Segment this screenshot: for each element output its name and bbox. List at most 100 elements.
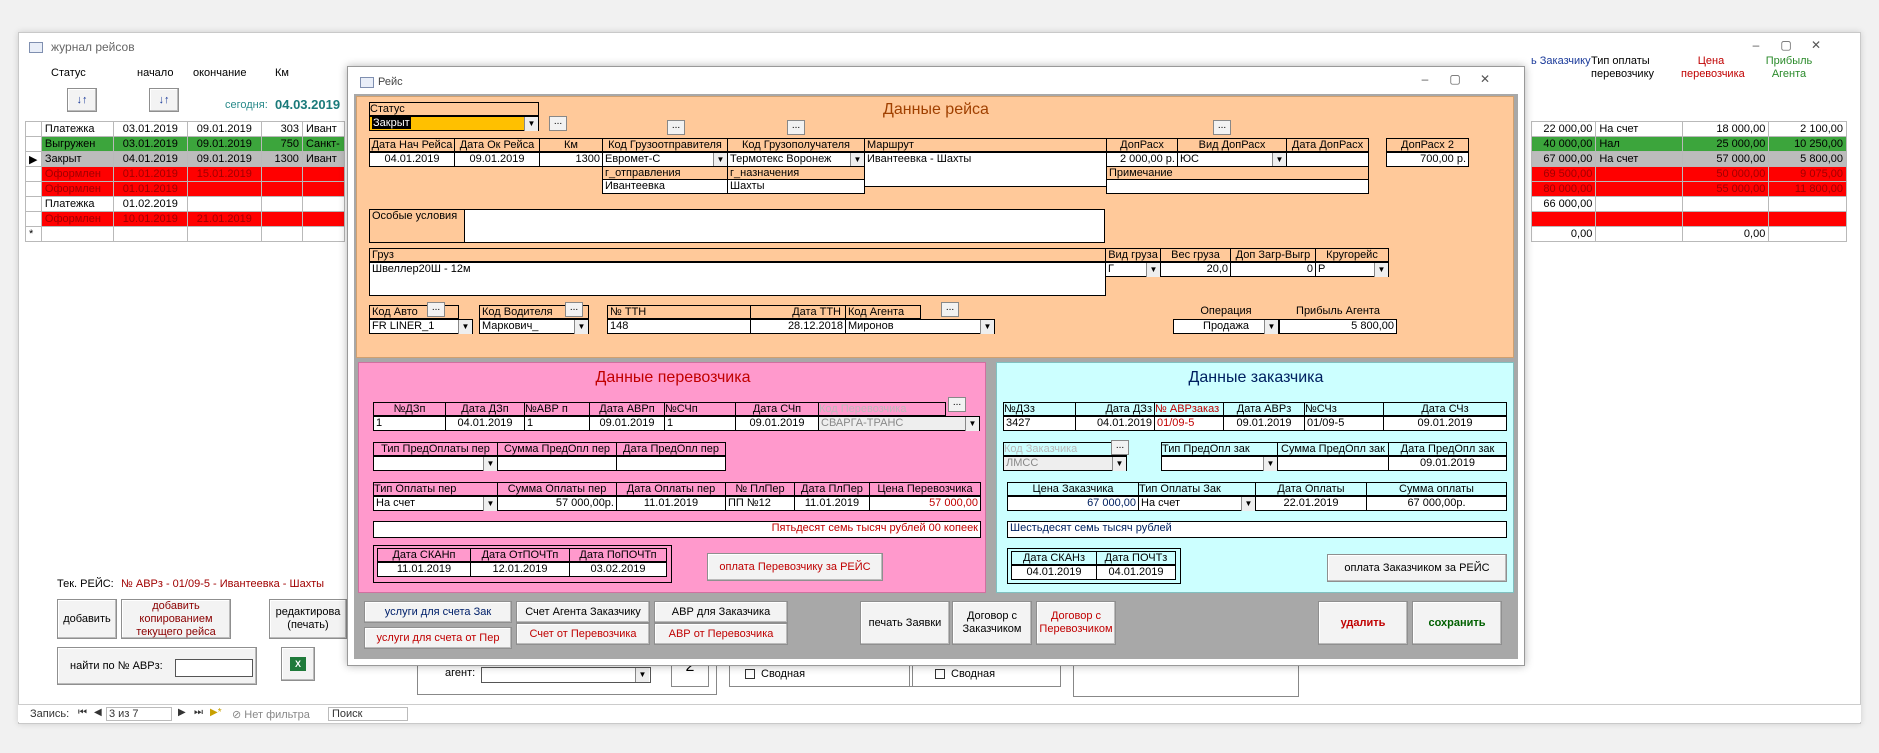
- special-field[interactable]: [464, 209, 1105, 243]
- carrier-invoice-button[interactable]: Счет от Перевозчика: [516, 623, 650, 645]
- customer-code-select[interactable]: ЛМСС: [1003, 456, 1127, 471]
- profit-field[interactable]: 5 800,00: [1279, 319, 1397, 334]
- shipper-select[interactable]: Евромет-С: [602, 152, 728, 167]
- extra-date-field[interactable]: [1286, 152, 1369, 167]
- date-end-field[interactable]: 09.01.2019: [454, 152, 540, 167]
- chevron-down-icon[interactable]: ▼: [524, 117, 538, 131]
- agent-select[interactable]: Миронов: [845, 319, 995, 334]
- services-customer-button[interactable]: услуги для счета Зак: [364, 601, 512, 623]
- chevron-down-icon[interactable]: ▼: [1241, 497, 1255, 511]
- load-field[interactable]: 0: [1230, 262, 1316, 277]
- chevron-down-icon[interactable]: ▼: [458, 320, 472, 334]
- sort-start-button[interactable]: ↓↑: [149, 88, 179, 112]
- row-selector[interactable]: [25, 166, 42, 182]
- edit-button[interactable]: редактирова (печать): [269, 599, 347, 639]
- chevron-down-icon[interactable]: ▼: [850, 153, 864, 167]
- print-request-button[interactable]: печать Заявки: [860, 601, 950, 645]
- row-selector[interactable]: ▶: [25, 151, 42, 167]
- agent-select[interactable]: [481, 667, 651, 683]
- extra-type-select[interactable]: ЮС: [1177, 152, 1287, 167]
- chevron-down-icon[interactable]: ▼: [1272, 153, 1286, 167]
- row-selector[interactable]: [25, 196, 42, 212]
- agent-more-button[interactable]: ...: [941, 302, 959, 317]
- driver-more-button[interactable]: ...: [565, 302, 583, 317]
- prepay-date-z-field[interactable]: 09.01.2019: [1388, 456, 1507, 471]
- post-from-field[interactable]: 12.01.2019: [470, 562, 570, 577]
- row-selector[interactable]: [25, 121, 42, 137]
- prev-record-icon[interactable]: ◀: [94, 707, 102, 718]
- dzz-date-field[interactable]: 04.01.2019: [1075, 416, 1155, 431]
- last-record-icon[interactable]: ⏭: [194, 707, 203, 718]
- scanp-field[interactable]: 11.01.2019: [377, 562, 471, 577]
- new-record-icon[interactable]: ▶*: [210, 707, 222, 718]
- chevron-down-icon[interactable]: ▼: [1112, 457, 1126, 471]
- note-field[interactable]: [1106, 179, 1369, 194]
- round-select[interactable]: Р: [1315, 262, 1389, 277]
- table-row[interactable]: [1530, 211, 1847, 227]
- chevron-down-icon[interactable]: ▼: [1263, 457, 1277, 471]
- cargo-field[interactable]: Швеллер20Ш - 12м: [369, 262, 1106, 296]
- save-button[interactable]: сохранить: [1412, 601, 1502, 645]
- plper-date-field[interactable]: 11.01.2019: [794, 496, 870, 511]
- row-selector[interactable]: [25, 136, 42, 152]
- pay-carrier-button[interactable]: оплата Перевозчику за РЕЙС: [707, 553, 883, 581]
- dzp-field[interactable]: 1: [373, 416, 446, 431]
- from-field[interactable]: Ивантеевка: [602, 179, 728, 194]
- chevron-down-icon[interactable]: ▼: [713, 153, 727, 167]
- schz-field[interactable]: 01/09-5: [1304, 416, 1384, 431]
- extra2-field[interactable]: 700,00 р.: [1386, 152, 1469, 167]
- pay-sum-z-field[interactable]: 67 000,00р.: [1366, 496, 1507, 511]
- chevron-down-icon[interactable]: ▼: [1146, 263, 1160, 277]
- prepay-sum-z-field[interactable]: [1277, 456, 1389, 471]
- chevron-down-icon[interactable]: ▼: [980, 320, 994, 334]
- new-row[interactable]: *: [25, 226, 346, 242]
- pay-date-z-field[interactable]: 22.01.2019: [1255, 496, 1367, 511]
- carrier-code-select[interactable]: СВАРГА-ТРАНС: [818, 416, 980, 431]
- avrz-date-field[interactable]: 09.01.2019: [1223, 416, 1305, 431]
- excel-export-button[interactable]: X: [281, 647, 315, 681]
- auto-select[interactable]: FR LINER_1: [369, 319, 473, 334]
- auto-more-button[interactable]: ...: [427, 302, 445, 317]
- first-record-icon[interactable]: ⏮: [78, 707, 87, 718]
- cargo-weight-field[interactable]: 20,0: [1160, 262, 1231, 277]
- chevron-down-icon[interactable]: ▼: [965, 417, 979, 431]
- schz-date-field[interactable]: 09.01.2019: [1383, 416, 1507, 431]
- search-input[interactable]: Поиск: [328, 707, 408, 721]
- dzz-field[interactable]: 3427: [1003, 416, 1076, 431]
- extra-more-button[interactable]: ...: [1213, 120, 1231, 135]
- status-select[interactable]: Закрыт: [369, 116, 539, 131]
- restore-icon[interactable]: ▢: [1449, 72, 1461, 86]
- chevron-down-icon[interactable]: ▼: [635, 668, 649, 682]
- customer-price-field[interactable]: 67 000,00: [1007, 496, 1139, 511]
- services-carrier-button[interactable]: услуги для счета от Пер: [364, 627, 512, 649]
- svodnaya-checkbox-2[interactable]: [935, 669, 945, 679]
- no-filter-button[interactable]: ⊘ Нет фильтра: [232, 708, 310, 721]
- table-row[interactable]: 66 000,00: [1530, 196, 1847, 212]
- carrier-contract-button[interactable]: Договор с Перевозчиком: [1036, 601, 1116, 645]
- minimize-icon[interactable]: –: [1752, 38, 1760, 52]
- customer-more-button[interactable]: ...: [1111, 440, 1129, 455]
- ttn-date-field[interactable]: 28.12.2018: [750, 319, 846, 334]
- chevron-down-icon[interactable]: ▼: [1374, 263, 1388, 277]
- svodnaya-checkbox-1[interactable]: [745, 669, 755, 679]
- avr-carrier-button[interactable]: АВР от Перевозчика: [654, 623, 788, 645]
- agent-invoice-button[interactable]: Счет Агента Заказчику: [516, 601, 650, 623]
- prepay-type-select[interactable]: [373, 456, 498, 471]
- consignee-select[interactable]: Термотекс Воронеж: [727, 152, 865, 167]
- km-field[interactable]: 1300: [539, 152, 603, 167]
- dzp-date-field[interactable]: 04.01.2019: [445, 416, 525, 431]
- prepay-type-z-select[interactable]: [1161, 456, 1278, 471]
- add-button[interactable]: добавить: [57, 599, 117, 639]
- operation-select[interactable]: Продажа: [1173, 319, 1279, 334]
- route-field[interactable]: Ивантеевка - Шахты: [864, 152, 1107, 187]
- chevron-down-icon[interactable]: ▼: [1264, 320, 1278, 334]
- record-position-input[interactable]: 3 из 7: [106, 707, 172, 721]
